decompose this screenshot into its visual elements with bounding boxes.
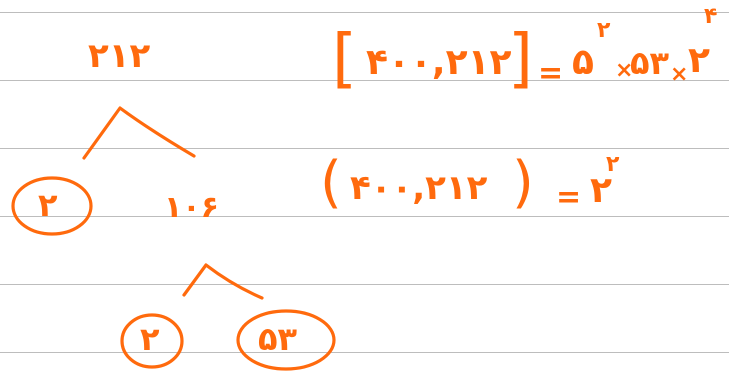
lcm-times-2: × xyxy=(670,62,689,87)
leaf-circle-bottom-right xyxy=(236,309,336,371)
leaf-bottom-right-number: ۵۳ xyxy=(258,320,298,358)
leaf-circle-left xyxy=(11,176,93,236)
gcd-base: ۲ xyxy=(590,170,612,211)
gcd-open-paren: ( xyxy=(320,150,342,215)
leaf-bottom-left-number: ۲ xyxy=(140,320,160,358)
ruled-line xyxy=(0,284,729,285)
tree-root-number: ۲۱۲ xyxy=(88,36,151,76)
lcm-term3-base: ۲ xyxy=(688,40,710,81)
lcm-term2: ۵۳ xyxy=(630,44,670,82)
gcd-close-paren: ) xyxy=(512,150,534,215)
lcm-term1-exponent: ۲ xyxy=(597,18,611,43)
ruled-line xyxy=(0,216,729,217)
tree-branch-mid xyxy=(182,263,264,300)
lcm-open-bracket: [ xyxy=(332,22,357,96)
leaf-left-number: ۲ xyxy=(38,186,58,224)
leaf-circle-bottom-left xyxy=(120,313,184,369)
gcd-equals: = xyxy=(556,180,582,215)
ruled-line xyxy=(0,352,729,353)
gcd-exponent: ۲ xyxy=(606,152,620,177)
lcm-term1-base: ۵ xyxy=(572,42,594,83)
lcm-term3-exponent: ۴ xyxy=(704,4,718,29)
lcm-arguments: ۴۰۰,۲۱۲ xyxy=(366,42,512,83)
lcm-equals: = xyxy=(538,56,564,91)
lcm-times-1: × xyxy=(615,58,634,83)
gcd-arguments: ۴۰۰,۲۱۲ xyxy=(350,168,488,208)
ruled-line xyxy=(0,12,729,13)
tree-branch-root xyxy=(82,106,196,160)
ruled-line xyxy=(0,80,729,81)
lcm-close-bracket: ] xyxy=(508,22,533,96)
ruled-line xyxy=(0,148,729,149)
mid-node-number: ۱۰۶ xyxy=(164,190,219,225)
